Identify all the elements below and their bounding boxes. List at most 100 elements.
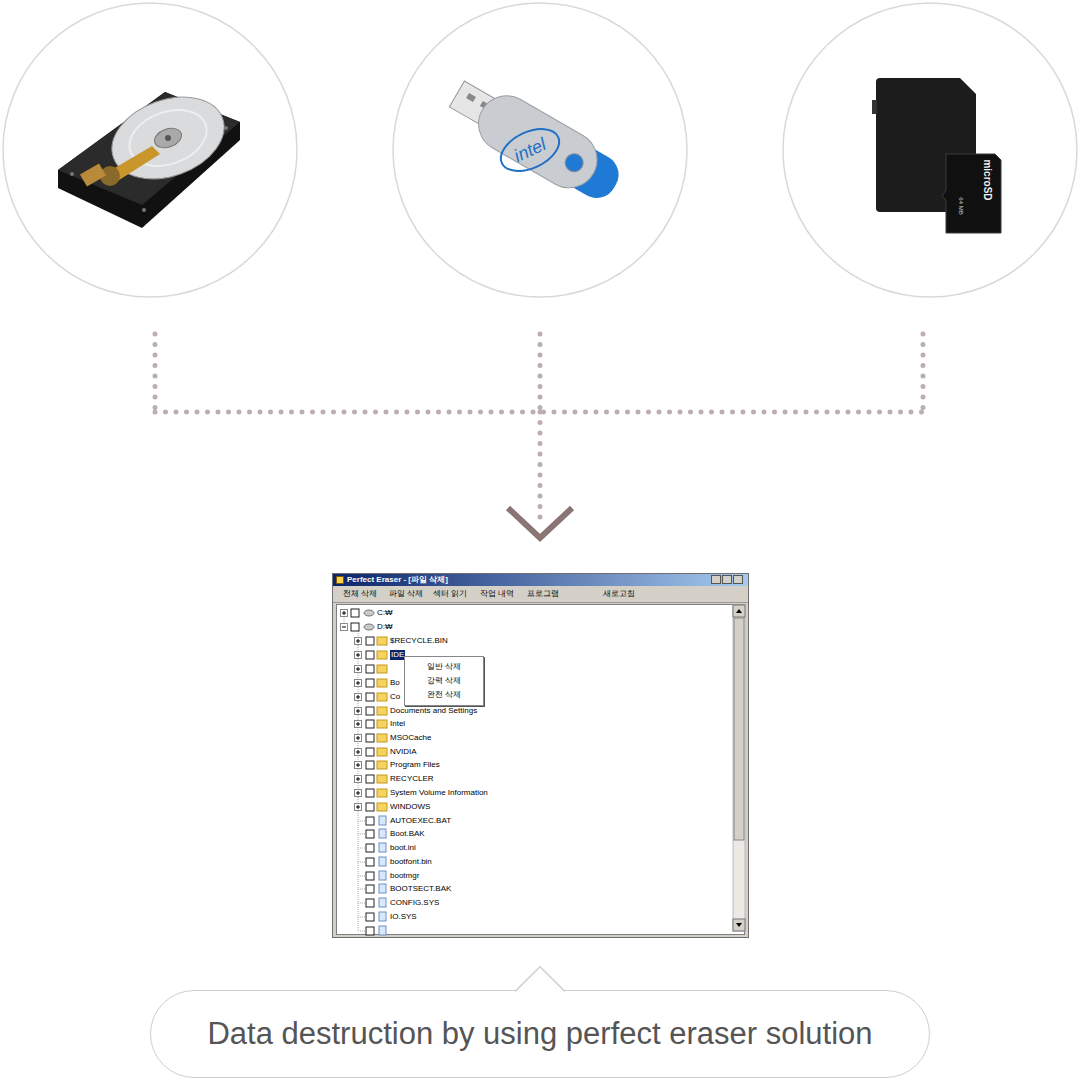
tree-item: Co bbox=[390, 693, 400, 701]
tree-icon bbox=[366, 720, 374, 728]
tree-icon bbox=[366, 665, 374, 673]
tree-icon bbox=[356, 695, 360, 699]
notch-outline bbox=[515, 966, 565, 991]
tree-item: Bo bbox=[390, 679, 400, 687]
tree-icon bbox=[341, 624, 348, 631]
folder-icon bbox=[377, 679, 387, 687]
tree-item: AUTOEXEC.BAT bbox=[390, 817, 451, 825]
menu-item: 전체 삭제 bbox=[343, 590, 377, 598]
menu-item: 작업 내역 bbox=[480, 590, 514, 598]
tree-icon bbox=[366, 927, 374, 935]
scroll-thumb bbox=[734, 618, 744, 840]
tree-icon bbox=[366, 748, 374, 756]
card-brand: microSD bbox=[982, 159, 992, 200]
tree-icon bbox=[355, 790, 362, 797]
file-icon bbox=[379, 884, 386, 893]
folder-icon bbox=[377, 775, 387, 783]
tree-item: IO.SYS bbox=[390, 913, 417, 921]
tree-line bbox=[358, 876, 365, 877]
tree-icon bbox=[366, 707, 374, 715]
tree-icon bbox=[366, 693, 374, 701]
tree-icon-group bbox=[341, 605, 746, 935]
tree-icon bbox=[355, 721, 362, 728]
tree-item: boot.ini bbox=[390, 844, 416, 852]
tree-line bbox=[358, 848, 365, 849]
folder-icon bbox=[377, 734, 387, 742]
folder-icon bbox=[377, 803, 387, 811]
usb-drive-illustration bbox=[442, 71, 628, 211]
caption-text: Data destruction by using perfect eraser… bbox=[207, 1017, 872, 1051]
tree-item: WINDOWS bbox=[390, 803, 430, 811]
tree-icon bbox=[356, 653, 360, 657]
tree-item: bootmgr bbox=[390, 872, 419, 880]
notch-fill bbox=[515, 966, 565, 992]
drive-icon bbox=[364, 624, 374, 630]
folder-icon bbox=[377, 789, 387, 797]
tree-line bbox=[358, 903, 365, 904]
tree-icon bbox=[355, 680, 362, 687]
tree-icon bbox=[366, 858, 374, 866]
tree-icon bbox=[366, 844, 374, 852]
tree-icon bbox=[366, 637, 374, 645]
tree-icon bbox=[356, 722, 360, 726]
menu-option: 강력 삭제 bbox=[405, 674, 483, 688]
tree-line bbox=[358, 889, 365, 890]
tree-line bbox=[358, 862, 365, 863]
menu-item: 새로고침 bbox=[603, 590, 635, 598]
file-icon bbox=[379, 857, 386, 866]
tree-icon bbox=[355, 749, 362, 756]
tree-item: MSOCache bbox=[390, 734, 431, 742]
tree-item: Program Files bbox=[390, 761, 440, 769]
window-button bbox=[733, 575, 743, 584]
tree-icon bbox=[356, 805, 360, 809]
dotted-connector bbox=[155, 334, 923, 518]
tree-icon bbox=[366, 734, 374, 742]
tree-icon bbox=[366, 761, 374, 769]
window-title: Perfect Eraser - [파일 삭제] bbox=[347, 576, 448, 584]
app-window: Perfect Eraser - [파일 삭제]일반 삭제강력 삭제완전 삭제전… bbox=[332, 573, 749, 938]
tree-icon bbox=[366, 775, 374, 783]
tree-icon bbox=[366, 899, 374, 907]
tree-icon bbox=[355, 708, 362, 715]
scroll-arrow bbox=[736, 609, 742, 613]
folder-icon bbox=[377, 748, 387, 756]
tree-icon bbox=[366, 803, 374, 811]
tree-icon bbox=[356, 667, 360, 671]
folder-icon bbox=[377, 720, 387, 728]
tree-icon bbox=[366, 817, 374, 825]
tree-icon bbox=[366, 789, 374, 797]
window-button bbox=[722, 575, 732, 584]
tree-icon bbox=[356, 750, 360, 754]
scroll-button bbox=[733, 919, 745, 931]
folder-icon bbox=[377, 665, 387, 673]
tree-icon bbox=[356, 736, 360, 740]
tree-icon bbox=[356, 681, 360, 685]
tree-item: CONFIG.SYS bbox=[390, 899, 439, 907]
tree-item: NVIDIA bbox=[390, 748, 417, 756]
menu-item: 섹터 읽기 bbox=[433, 590, 467, 598]
sd-card-illustration bbox=[872, 78, 1001, 233]
tree-icon bbox=[366, 679, 374, 687]
file-icon bbox=[379, 898, 386, 907]
drive-icon bbox=[364, 610, 374, 616]
tree-item: Boot.BAK bbox=[390, 830, 425, 838]
tree-item: Documents and Settings bbox=[390, 707, 477, 715]
tree-item: C:₩ bbox=[377, 609, 393, 617]
tree-line bbox=[358, 931, 365, 932]
tree-icon bbox=[356, 639, 360, 643]
menu-option: 일반 삭제 bbox=[405, 660, 483, 674]
file-icon bbox=[379, 912, 386, 921]
device-circle bbox=[783, 3, 1077, 297]
tree-icon bbox=[355, 652, 362, 659]
tree-line bbox=[344, 617, 358, 931]
tree-icon bbox=[355, 735, 362, 742]
tree-icon bbox=[356, 763, 360, 767]
tree-item: BOOTSECT.BAK bbox=[390, 885, 451, 893]
folder-icon bbox=[377, 693, 387, 701]
tree-icon bbox=[366, 651, 374, 659]
scroll-button bbox=[733, 605, 745, 617]
card-capacity: 64 MB bbox=[958, 197, 964, 214]
tree-icon bbox=[366, 830, 374, 838]
tree-icon bbox=[341, 610, 348, 617]
tree-icon bbox=[351, 623, 359, 631]
